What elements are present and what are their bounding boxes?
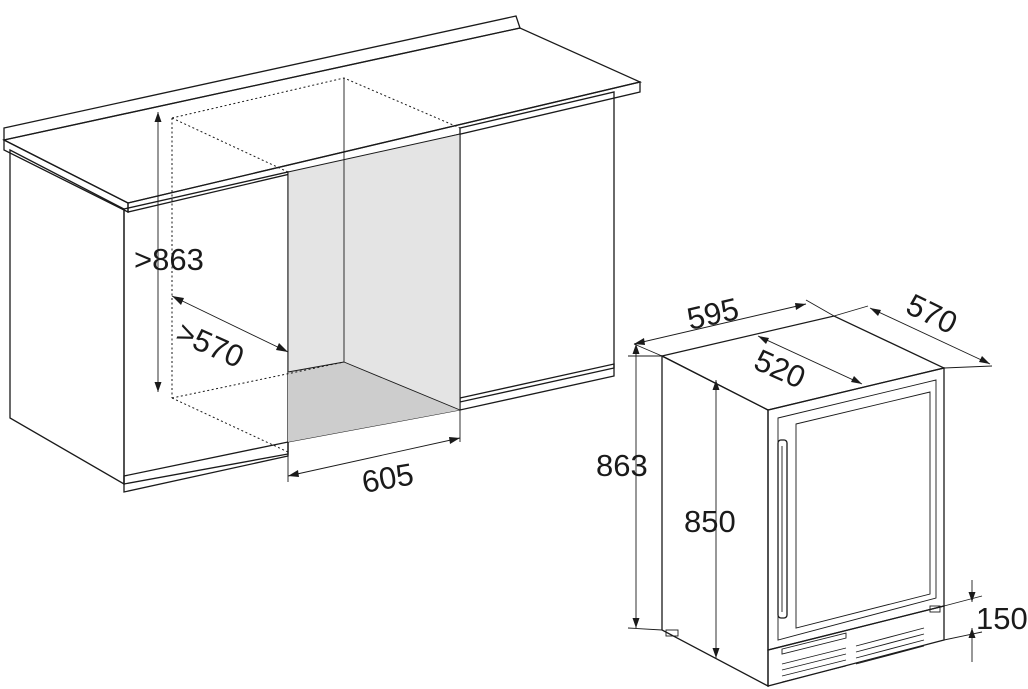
appliance-total-height-dimension: 863 <box>596 344 663 631</box>
countertop-side-edge <box>127 81 641 213</box>
door-handle <box>777 439 788 619</box>
appliance-width-label: 595 <box>684 291 742 337</box>
right-plinth <box>459 363 615 411</box>
niche-depth-dimension: >570 <box>171 295 289 375</box>
left-cabinet-side <box>9 148 125 486</box>
niche-height-dimension: >863 <box>134 112 204 392</box>
vent-slots <box>781 632 847 655</box>
appliance-plinth-dimension: 150 <box>943 580 1028 662</box>
right-cabinet-front <box>459 91 615 403</box>
appliance-total-height-label: 863 <box>596 448 648 483</box>
appliance-plinth-label: 150 <box>976 601 1028 636</box>
appliance-body-height-label: 850 <box>684 504 736 539</box>
appliance-inner-depth-label: 520 <box>749 342 810 395</box>
door-inner-frame <box>777 379 937 641</box>
appliance-inner-depth-dimension: 520 <box>749 335 863 395</box>
niche-width-label: 605 <box>359 456 416 499</box>
niche-height-label: >863 <box>134 242 204 277</box>
appliance-depth-label: 570 <box>901 287 963 341</box>
door-frame <box>767 367 945 651</box>
left-plinth <box>123 441 289 493</box>
glass-panel <box>795 391 931 629</box>
niche-floor <box>288 362 460 442</box>
backsplash <box>3 15 521 141</box>
niche-depth-label: >570 <box>171 314 249 374</box>
appliance-body-height-dimension: 850 <box>684 380 736 658</box>
